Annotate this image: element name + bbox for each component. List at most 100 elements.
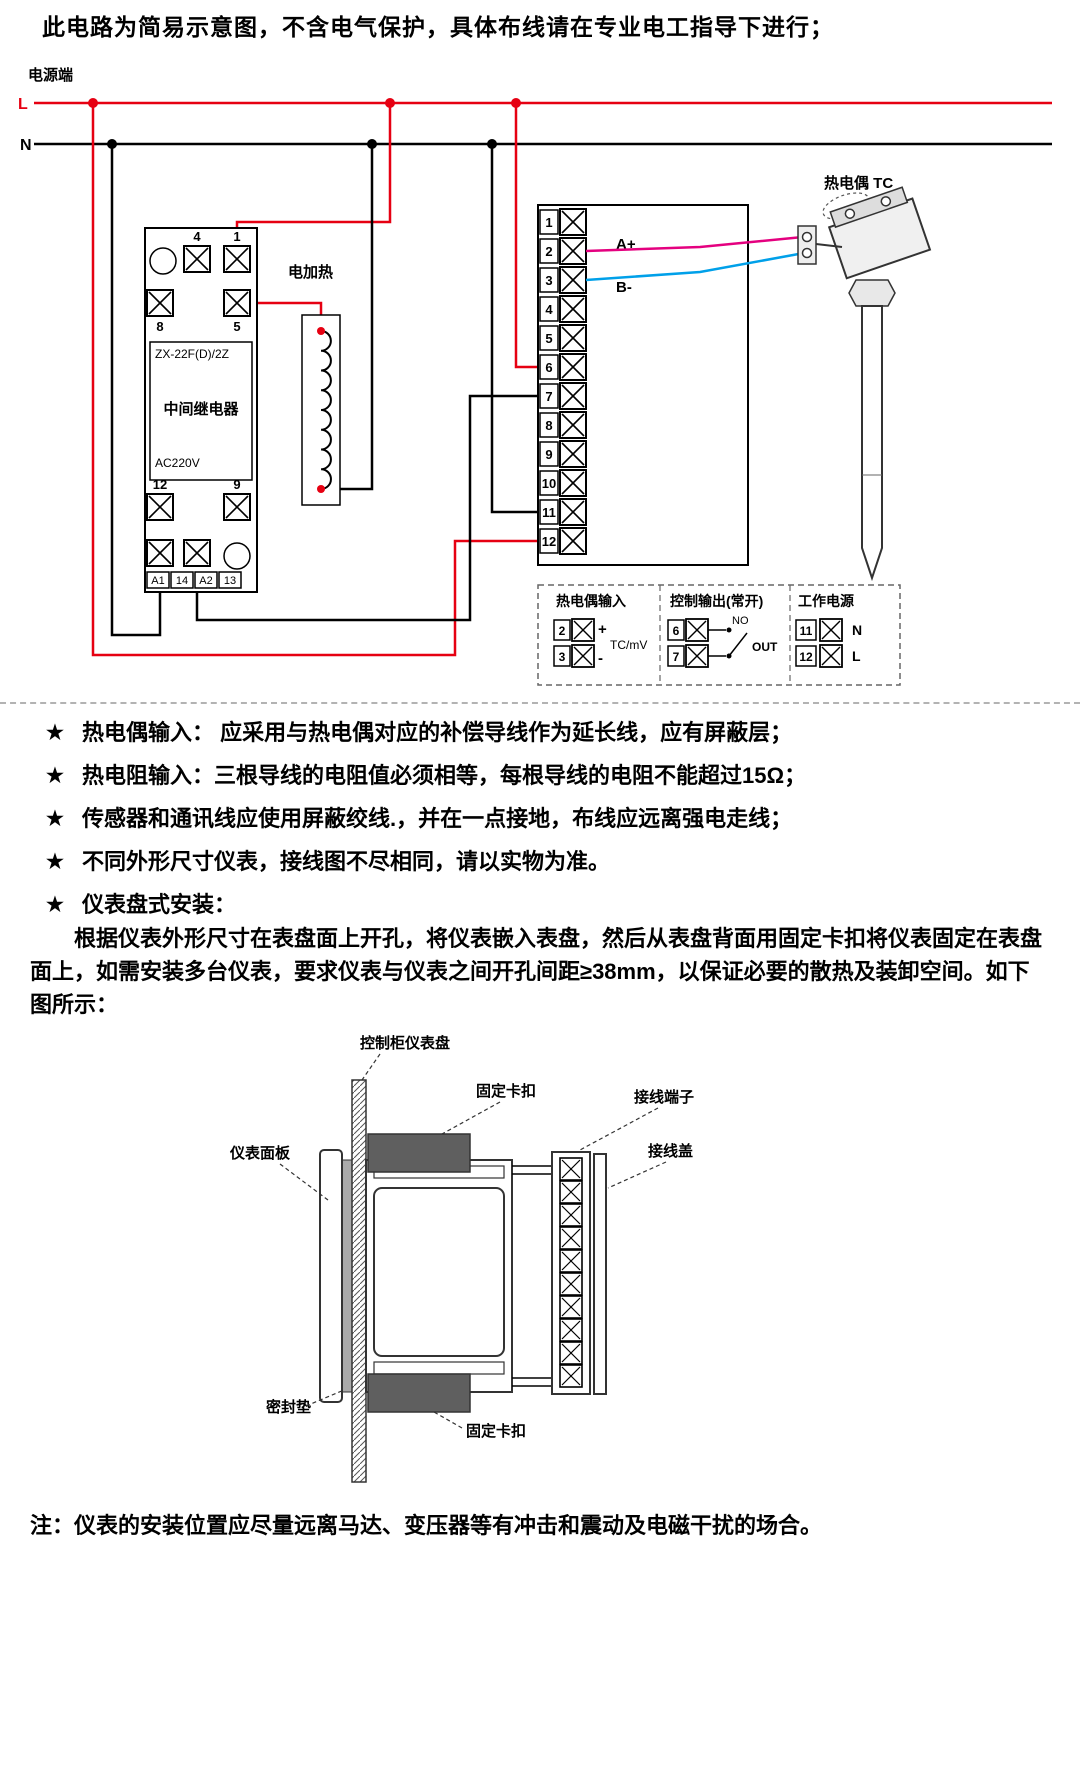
terminal-screw — [559, 237, 587, 265]
relay-screw — [146, 539, 174, 567]
leader-line — [361, 1053, 381, 1081]
relay-name: 中间继电器 — [163, 400, 239, 418]
wiring-diagram: 电源端 L N — [18, 66, 1052, 686]
terminal-number: 4 — [545, 302, 553, 317]
terminal-screw — [559, 498, 587, 526]
note-text: 不同外形尺寸仪表，接线图不尽相同，请以实物为准。 — [82, 849, 611, 874]
tc-input-terminal: 3 — [559, 650, 566, 664]
leader-line — [579, 1107, 659, 1151]
terminal-row: 4 — [539, 295, 587, 323]
relay-terminal-label: 13 — [224, 575, 236, 587]
section-divider — [0, 702, 1080, 704]
leader-line — [607, 1161, 667, 1189]
control-output-group: 控制输出(常开) 6 7 NO OUT — [667, 593, 778, 668]
tc-connector — [797, 225, 817, 265]
terminal-row: 6 — [539, 353, 587, 381]
terminal-screw — [571, 644, 595, 668]
relay-contact-blade — [728, 632, 748, 657]
terminal-row: 3 — [539, 266, 587, 294]
note-item: ★ 传感器和通讯线应使用屏蔽绞线.，并在一点接地，布线应远离强电走线； — [46, 806, 1046, 832]
leader-line — [433, 1411, 463, 1429]
terminal-screw — [559, 353, 587, 381]
relay-terminal-label: 4 — [193, 229, 201, 244]
seal-label: 密封垫 — [266, 1398, 311, 1416]
star-icon: ★ — [46, 722, 64, 744]
instrument-body — [365, 1159, 513, 1393]
no-label: NO — [732, 615, 749, 627]
terminal-row: 2 — [539, 237, 587, 265]
tc-input-title: 热电偶输入 — [556, 593, 626, 609]
line-n-label: N — [20, 137, 32, 154]
terminal-screw — [559, 527, 587, 555]
power-terminal: 12 — [799, 650, 813, 664]
terminal-number: 3 — [545, 273, 552, 288]
mount-diagram: 控制柜仪表盘 固定卡扣 接线端子 接线盖 仪表面板 密封垫 固定卡扣 — [229, 1034, 694, 1483]
tc-probe — [861, 305, 883, 582]
note-text: 热电偶输入： 应采用与热电偶对应的补偿导线作为延长线，应有屏蔽层； — [82, 720, 793, 745]
terminal-screw — [685, 644, 709, 668]
power-l-label: L — [852, 648, 861, 664]
notes-list: ★ 热电偶输入： 应采用与热电偶对应的补偿导线作为延长线，应有屏蔽层； ★ 热电… — [46, 720, 1046, 935]
relay-terminal-label: 5 — [233, 319, 240, 334]
terminal-screw — [559, 208, 587, 236]
power-n-label: N — [852, 622, 862, 638]
terminal-screw — [559, 266, 587, 294]
relay-terminal-label: 1 — [233, 229, 240, 244]
star-icon: ★ — [46, 894, 64, 916]
terminal-number: 1 — [545, 215, 552, 230]
relay-terminal-label: A2 — [199, 575, 212, 587]
terminal-screw — [559, 440, 587, 468]
tc-plus-wire — [585, 235, 804, 253]
relay-terminal-label: 9 — [233, 477, 240, 492]
relay-screw — [183, 539, 211, 567]
junction-dots — [88, 98, 521, 149]
terminal-number: 11 — [542, 505, 556, 520]
body-rails — [512, 1165, 552, 1387]
installation-paragraph: 根据仪表外形尺寸在表盘面上开孔，将仪表嵌入表盘，然后从表盘背面用固定卡扣将仪表固… — [30, 926, 1043, 1017]
terminal-row: 1 — [539, 208, 587, 236]
terminal-number: 6 — [545, 360, 552, 375]
control-output-title: 控制输出(常开) — [670, 593, 763, 609]
terminal-number: 8 — [545, 418, 552, 433]
terminal-screw — [559, 469, 587, 497]
note-item: ★ 仪表盘式安装： — [46, 892, 1046, 918]
note-text: 仪表盘式安装： — [82, 892, 237, 917]
warning-text: 此电路为简易示意图，不含电气保护，具体布线请在专业电工指导下进行； — [42, 14, 834, 40]
b-minus-label: B- — [616, 279, 632, 296]
relay-hole-bottom — [223, 542, 251, 570]
terminal-block: 1 2 3 4 5 — [537, 204, 749, 566]
terminal-screw — [559, 324, 587, 352]
clip-top-label: 固定卡扣 — [476, 1082, 536, 1100]
heater: 电加热 — [288, 263, 341, 506]
out-label: OUT — [752, 640, 778, 654]
cabinet-panel — [351, 1079, 367, 1483]
tc-signal-label: TC/mV — [610, 638, 647, 652]
note-item: ★ 不同外形尺寸仪表，接线图不尽相同，请以实物为准。 — [46, 849, 1046, 875]
line-l-label: L — [18, 96, 28, 113]
relay-terminal-label: 8 — [156, 319, 163, 334]
terminal-screw — [571, 618, 595, 642]
terminal-number: 12 — [542, 534, 556, 549]
terminal-number: 9 — [545, 447, 552, 462]
note-text: 热电阻输入：三根导线的电阻值必须相等，每根导线的电阻不能超过15Ω； — [82, 763, 807, 788]
terminal-screw — [685, 618, 709, 642]
thermocouple-label: 热电偶 TC — [824, 174, 893, 192]
terminal-number: 10 — [542, 476, 556, 491]
terminal-screw — [559, 295, 587, 323]
power-terminal-label: 电源端 — [28, 66, 73, 84]
relay-screw — [223, 493, 251, 521]
panel-label: 控制柜仪表盘 — [360, 1034, 450, 1052]
relay-screw — [223, 245, 251, 273]
tc-input-group: 热电偶输入 2 + 3 - TC/mV — [553, 593, 647, 668]
cover-label: 接线盖 — [648, 1142, 693, 1160]
terminal-row: 9 — [539, 440, 587, 468]
clip-bottom-label: 固定卡扣 — [466, 1422, 526, 1440]
relay-terminal-label: 12 — [153, 477, 167, 492]
heater-label: 电加热 — [288, 263, 333, 281]
tc-minus-wire — [585, 251, 805, 282]
star-icon: ★ — [46, 851, 64, 873]
tc-plus-sign: + — [598, 621, 607, 638]
leader-line — [279, 1163, 329, 1201]
power-supply-group: 工作电源 11 N 12 L — [795, 593, 862, 668]
terminal-row: 8 — [539, 411, 587, 439]
